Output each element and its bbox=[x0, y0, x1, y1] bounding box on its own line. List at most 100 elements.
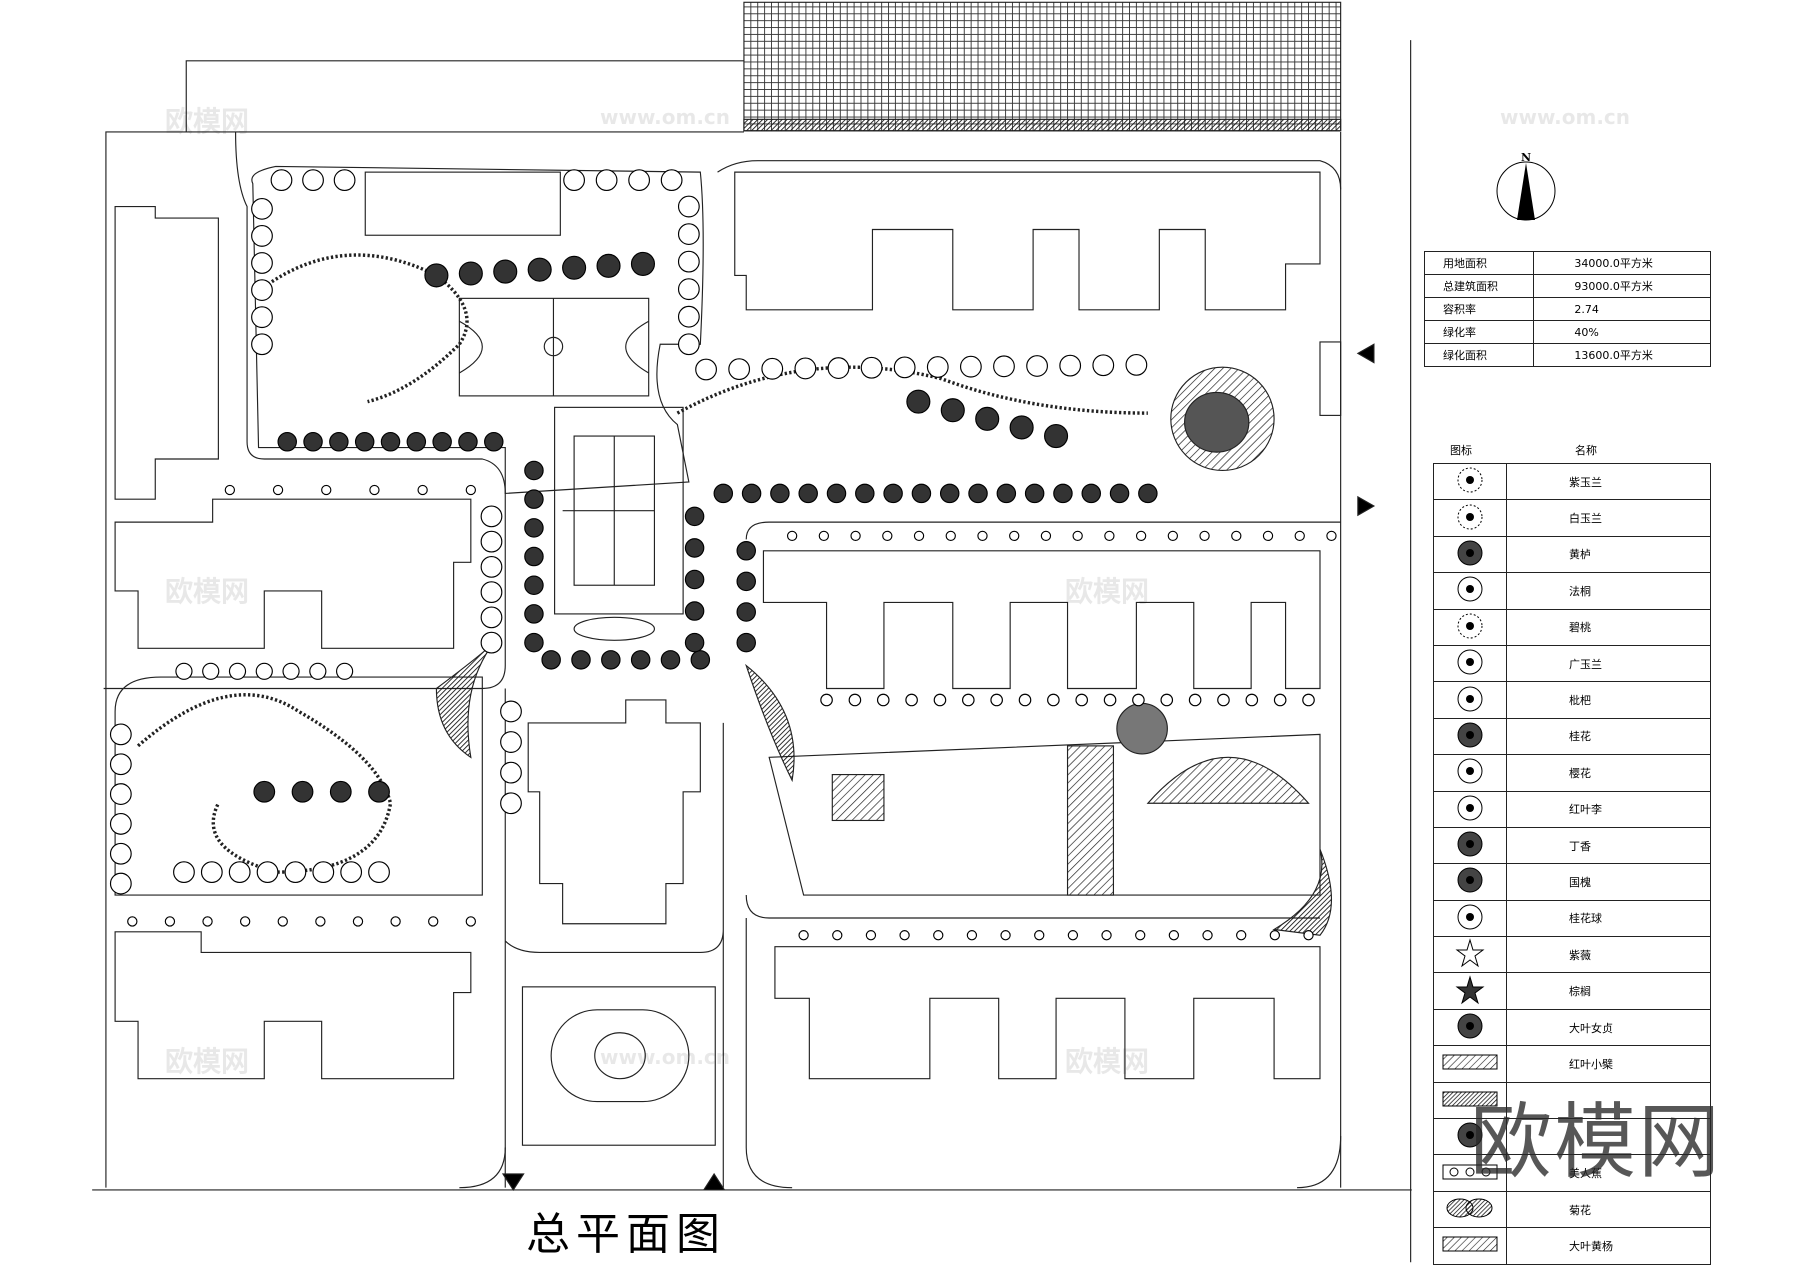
branching-tree-icon bbox=[1433, 572, 1507, 610]
tree-symbol bbox=[524, 460, 544, 481]
legend-row: 桂花球 bbox=[1433, 899, 1711, 938]
tree-symbol bbox=[458, 261, 483, 286]
tree-symbol bbox=[1034, 930, 1045, 941]
tree-symbol bbox=[255, 662, 273, 680]
legend-name: 紫玉兰 bbox=[1506, 462, 1711, 501]
legend-name-header: 名称 bbox=[1575, 444, 1597, 457]
tree-symbol bbox=[865, 930, 877, 941]
tree-symbol bbox=[524, 604, 544, 624]
legend-name: 大叶女贞 bbox=[1506, 1008, 1711, 1047]
legend-name: 广玉兰 bbox=[1506, 644, 1711, 683]
tree-symbol bbox=[1000, 930, 1011, 941]
legend-row: 白玉兰 bbox=[1433, 499, 1711, 537]
tree-symbol bbox=[677, 195, 700, 218]
tree-symbol bbox=[253, 780, 276, 803]
tree-symbol bbox=[1160, 693, 1174, 707]
tree-symbol bbox=[127, 916, 138, 927]
legend-row: 国槐 bbox=[1433, 863, 1711, 901]
tree-symbol bbox=[1168, 930, 1180, 941]
tree-symbol bbox=[761, 357, 784, 380]
tree-symbol bbox=[736, 571, 756, 592]
legend-name: 紫薇 bbox=[1506, 936, 1711, 974]
building bbox=[114, 931, 472, 1080]
tree-symbol bbox=[990, 693, 1003, 707]
tree-symbol bbox=[677, 278, 700, 301]
five-petal-tree-icon bbox=[1433, 754, 1507, 792]
tree-symbol bbox=[527, 257, 552, 282]
legend-name: 枇杷 bbox=[1506, 681, 1711, 719]
entrance-arrow-icon bbox=[1356, 343, 1375, 364]
tree-symbol bbox=[1040, 530, 1052, 542]
tree-symbol bbox=[256, 861, 279, 884]
tree-symbol bbox=[1067, 930, 1079, 941]
tree-symbol bbox=[684, 506, 705, 527]
dotted-circle-tree-icon bbox=[1433, 499, 1507, 537]
gate-house bbox=[1319, 341, 1342, 416]
tennis-court bbox=[554, 406, 684, 641]
building bbox=[527, 699, 701, 925]
tree-symbol bbox=[1047, 693, 1060, 707]
legend-row: 丁香 bbox=[1433, 826, 1711, 865]
tree-symbol bbox=[563, 169, 586, 192]
tree-symbol bbox=[480, 555, 503, 578]
radial-filled-tree-icon bbox=[1433, 535, 1507, 574]
stat-label: 绿化面积 bbox=[1423, 343, 1535, 367]
tree-symbol bbox=[493, 259, 518, 284]
tree-symbol bbox=[786, 530, 798, 542]
dense-dark-tree-icon bbox=[1433, 826, 1507, 865]
tree-symbol bbox=[876, 693, 890, 707]
hexagon-pattern-rect-icon bbox=[1433, 1154, 1507, 1192]
tree-symbol bbox=[277, 916, 288, 927]
tree-symbol bbox=[284, 861, 307, 884]
tree-symbol bbox=[1026, 355, 1048, 377]
top-plaza-grid bbox=[743, 1, 1342, 132]
light-hatch-rect-icon bbox=[1433, 1045, 1507, 1083]
tree-symbol bbox=[911, 483, 932, 504]
small-leaf-tree-icon bbox=[1433, 790, 1507, 828]
running-track bbox=[521, 986, 716, 1146]
tree-symbol bbox=[524, 489, 544, 509]
tree-symbol bbox=[961, 693, 975, 707]
tree-symbol bbox=[368, 861, 390, 884]
stat-value: 34000.0平方米 bbox=[1533, 251, 1711, 275]
tree-symbol bbox=[939, 483, 960, 504]
tree-symbol bbox=[855, 483, 875, 504]
tree-symbol bbox=[354, 432, 375, 452]
tree-symbol bbox=[882, 530, 893, 542]
tree-symbol bbox=[500, 761, 522, 784]
tree-symbol bbox=[1059, 354, 1082, 377]
clustered-tree-icon bbox=[1433, 1008, 1507, 1047]
tree-symbol bbox=[818, 530, 830, 542]
legend-row: 菊花 bbox=[1433, 1190, 1711, 1229]
legend-row: 红叶小檗 bbox=[1433, 1045, 1711, 1083]
tree-symbol bbox=[940, 398, 965, 423]
tree-symbol bbox=[1135, 530, 1147, 542]
tree-symbol bbox=[480, 606, 503, 629]
tree-symbol bbox=[913, 530, 925, 542]
tree-symbol bbox=[1075, 693, 1089, 707]
stat-value: 40% bbox=[1533, 320, 1711, 344]
stat-value: 13600.0平方米 bbox=[1533, 343, 1711, 367]
tree-symbol bbox=[883, 483, 903, 504]
tree-symbol bbox=[335, 662, 354, 680]
stat-label: 总建筑面积 bbox=[1423, 274, 1535, 298]
tree-symbol bbox=[1103, 693, 1117, 707]
tree-symbol bbox=[1231, 530, 1242, 542]
tree-symbol bbox=[500, 731, 522, 753]
legend-name: 菊花 bbox=[1506, 1190, 1711, 1229]
spoked-circle-tree-icon bbox=[1433, 644, 1507, 683]
building bbox=[762, 550, 1321, 690]
tree-symbol bbox=[690, 650, 711, 670]
tree-symbol bbox=[369, 484, 380, 496]
tree-symbol bbox=[251, 333, 273, 356]
tree-symbol bbox=[677, 223, 700, 245]
tree-symbol bbox=[933, 930, 944, 941]
tree-symbol bbox=[309, 662, 327, 680]
tree-symbol bbox=[329, 432, 349, 452]
tree-symbol bbox=[524, 546, 544, 567]
tree-symbol bbox=[1273, 693, 1287, 707]
tree-symbol bbox=[1104, 530, 1115, 542]
starburst-plant-icon bbox=[1433, 936, 1507, 974]
